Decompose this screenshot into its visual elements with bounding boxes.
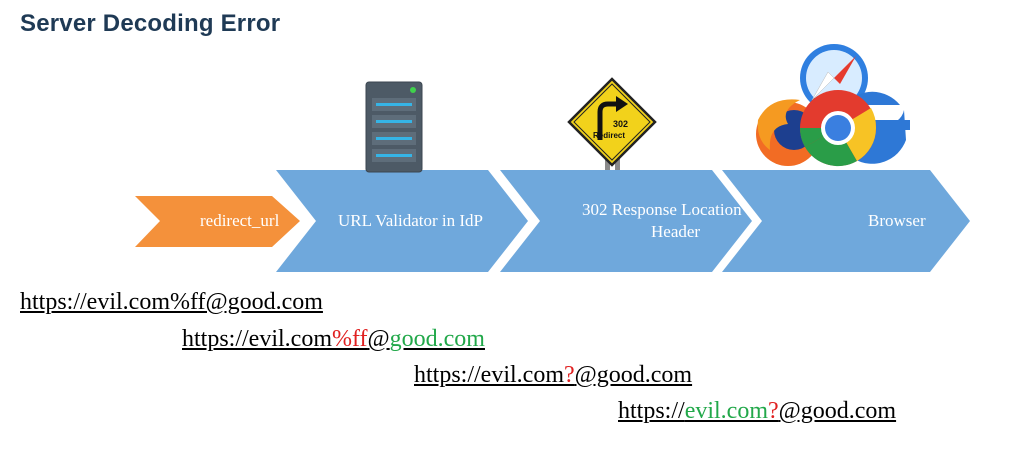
browser-chevron xyxy=(722,170,970,272)
url-line-4-scheme: https:// xyxy=(618,398,685,424)
server-icon xyxy=(365,81,423,173)
url-line-4-suffix: @good.com xyxy=(778,398,897,424)
redirect-url-chevron xyxy=(135,196,300,247)
url-line-2-host: good.com xyxy=(389,326,485,352)
url-line-4-question: ? xyxy=(768,398,779,424)
302-redirect-sign-icon: 302 Redirect xyxy=(567,77,657,170)
url-validator-label: URL Validator in IdP xyxy=(338,211,483,230)
sign-302-text: 302 xyxy=(613,119,628,129)
chrome-icon xyxy=(799,90,877,167)
302-response-label-line2: Header xyxy=(651,222,700,241)
url-validator-chevron xyxy=(276,170,528,272)
302-response-label-line1: 302 Response Location xyxy=(582,200,742,219)
url-line-2-at: @ xyxy=(367,326,390,352)
url-line-1: https://evil.com%ff@good.com xyxy=(20,289,323,316)
url-line-4: https://evil.com?@good.com xyxy=(618,398,896,425)
browser-icons xyxy=(756,44,910,167)
slide-title: Server Decoding Error xyxy=(20,10,281,37)
url-line-1-text: https://evil.com%ff@good.com xyxy=(20,289,323,315)
flow-diagram: redirect_url URL Validator in IdP 302 Re… xyxy=(135,44,970,272)
url-line-2: https://evil.com%ff@good.com xyxy=(182,326,485,353)
url-line-2-encoded: %ff xyxy=(332,326,368,352)
url-line-3: https://evil.com?@good.com xyxy=(414,362,692,389)
url-line-4-host: evil.com xyxy=(684,398,768,424)
browser-label: Browser xyxy=(868,211,926,230)
url-line-3-question: ? xyxy=(564,362,575,388)
url-line-3-suffix: @good.com xyxy=(574,362,693,388)
sign-redirect-text: Redirect xyxy=(593,131,625,140)
redirect-url-label: redirect_url xyxy=(200,211,280,230)
url-line-2-prefix: https://evil.com xyxy=(182,326,332,352)
302-response-chevron xyxy=(500,170,752,272)
url-line-3-prefix: https://evil.com xyxy=(414,362,564,388)
